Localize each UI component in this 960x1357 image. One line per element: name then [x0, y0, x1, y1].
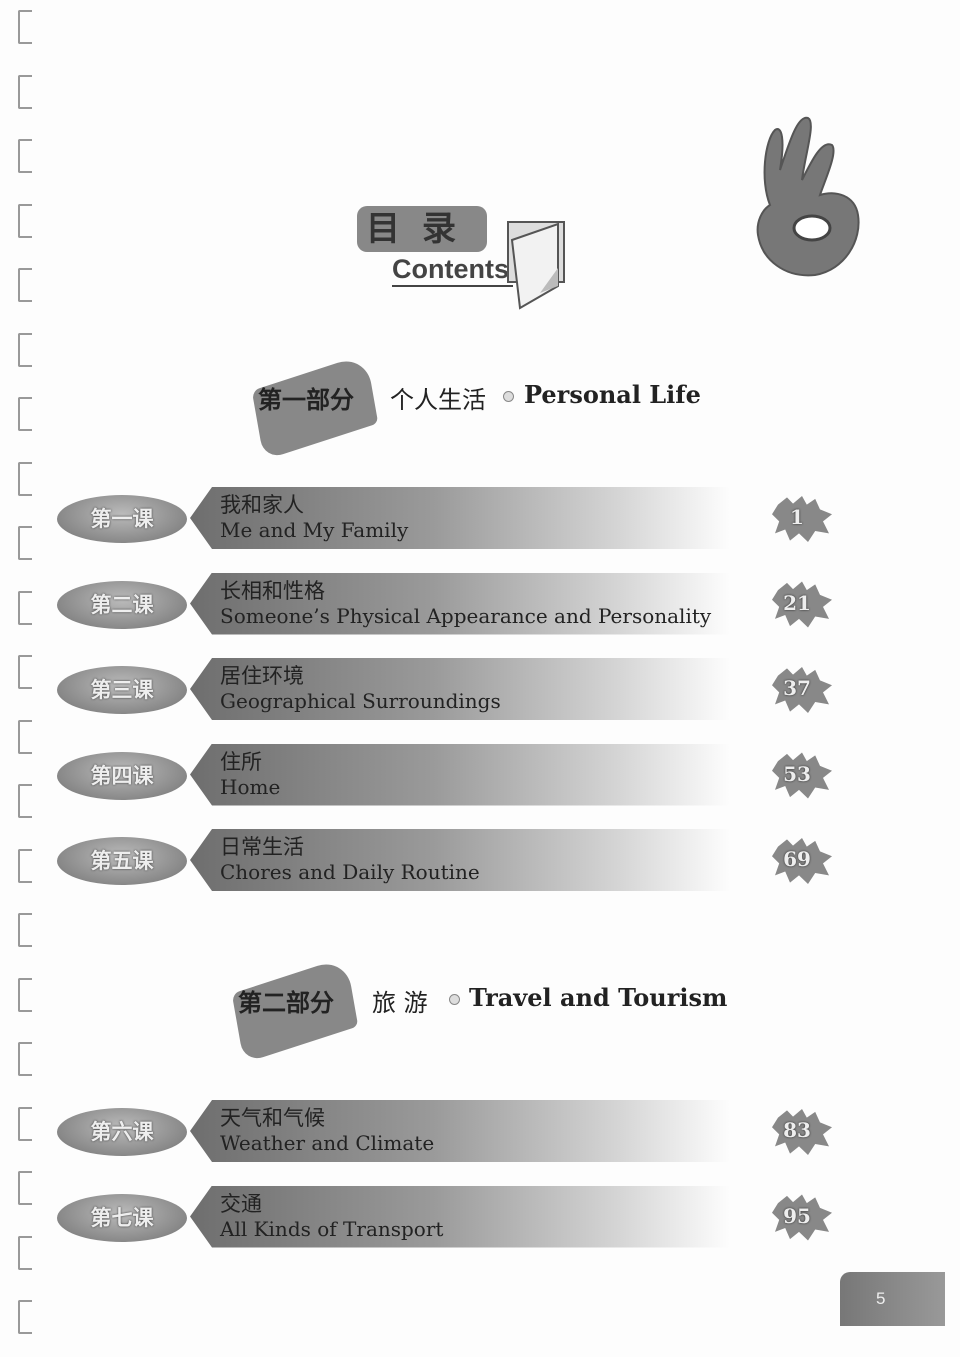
lesson-entry[interactable]: 第二课 长相和性格 Someone’s Physical Appearance …: [0, 572, 960, 637]
spiral-ring-icon: [18, 1300, 32, 1334]
lesson-entry[interactable]: 第三课 居住环境 Geographical Surroundings 37: [0, 658, 960, 722]
spiral-ring-icon: [18, 526, 32, 560]
lesson-page-number: 83: [783, 1118, 811, 1142]
lesson-entry[interactable]: 第一课 我和家人 Me and My Family 1: [0, 487, 960, 551]
spiral-ring-icon: [18, 1106, 32, 1141]
part-label: 第二部分: [238, 988, 334, 1017]
spiral-ring-icon: [18, 655, 32, 689]
page-number: 5: [840, 1272, 945, 1326]
lesson-page-number: 21: [783, 590, 811, 615]
lesson-number: 第七课: [57, 1193, 187, 1242]
lesson-number: 第二课: [57, 580, 187, 629]
lesson-number: 第三课: [57, 666, 187, 714]
lesson-title-en: Home: [220, 774, 281, 799]
lesson-banner: 天气和气候 Weather and Climate: [190, 1100, 730, 1162]
spiral-ring-icon: [18, 719, 32, 754]
lesson-title-cn: 住所: [220, 749, 262, 774]
lesson-title-cn: 天气和气候: [220, 1106, 325, 1130]
lesson-number: 第四课: [57, 751, 187, 800]
lesson-page-number: 95: [783, 1203, 811, 1228]
lesson-title-en: All Kinds of Transport: [220, 1216, 444, 1241]
spiral-ring-icon: [18, 203, 32, 238]
bullet-dot-icon: [449, 994, 460, 1005]
lesson-banner: 居住环境 Geographical Surroundings: [190, 658, 730, 720]
lesson-title-cn: 日常生活: [220, 835, 304, 859]
spiral-ring-icon: [18, 139, 32, 173]
title-cn: 目录: [357, 206, 487, 252]
lesson-page-number: 1: [790, 505, 804, 529]
document-icon: [507, 221, 565, 310]
spiral-ring-icon: [18, 332, 32, 367]
lesson-title-en: Geographical Surroundings: [220, 689, 501, 713]
lesson-page: 21: [772, 581, 832, 629]
spiral-ring-icon: [18, 848, 32, 883]
lesson-entry[interactable]: 第五课 日常生活 Chores and Daily Routine 69: [0, 829, 960, 893]
bullet-dot-icon: [503, 391, 514, 402]
lesson-page: 95: [772, 1194, 832, 1242]
lesson-banner: 日常生活 Chores and Daily Routine: [190, 829, 730, 891]
lesson-page: 69: [772, 837, 832, 885]
lesson-page-number: 53: [783, 761, 811, 786]
lesson-title-cn: 居住环境: [220, 664, 304, 688]
title-en: Contents: [392, 254, 513, 287]
spiral-ring-icon: [18, 397, 32, 431]
lesson-number: 第六课: [57, 1108, 187, 1156]
lesson-banner: 长相和性格 Someone’s Physical Appearance and …: [190, 572, 730, 635]
spiral-ring-icon: [18, 1171, 32, 1205]
lesson-title-en: Someone’s Physical Appearance and Person…: [220, 603, 712, 628]
spiral-ring-icon: [18, 784, 32, 818]
spiral-ring-icon: [18, 461, 32, 496]
lesson-page-number: 69: [783, 847, 811, 871]
part-title-en: Travel and Tourism: [469, 983, 728, 1012]
spiral-ring-icon: [18, 590, 32, 625]
lesson-title-cn: 长相和性格: [220, 578, 325, 603]
lesson-number: 第一课: [57, 495, 187, 543]
lesson-entry[interactable]: 第七课 交通 All Kinds of Transport 95: [0, 1185, 960, 1250]
lesson-page: 37: [772, 666, 832, 714]
lesson-number: 第五课: [57, 837, 187, 885]
spiral-ring-icon: [18, 1042, 32, 1076]
spiral-ring-icon: [18, 10, 32, 44]
lesson-page: 83: [772, 1108, 832, 1156]
part-title-cn: 旅 游: [372, 989, 428, 1017]
spiral-ring-icon: [18, 1235, 32, 1270]
spiral-ring-icon: [18, 977, 32, 1012]
lesson-page: 53: [772, 752, 832, 800]
lesson-title-en: Weather and Climate: [220, 1131, 435, 1155]
lesson-banner: 我和家人 Me and My Family: [190, 487, 730, 549]
lesson-title-en: Chores and Daily Routine: [220, 860, 480, 884]
lesson-page-number: 37: [783, 676, 811, 700]
spiral-ring-icon: [18, 268, 32, 302]
lesson-page: 1: [772, 495, 832, 543]
lesson-title-en: Me and My Family: [220, 518, 409, 542]
lesson-entry[interactable]: 第四课 住所 Home 53: [0, 743, 960, 808]
part-title-cn: 个人生活: [390, 386, 486, 414]
part-title-en: Personal Life: [524, 380, 701, 409]
lesson-banner: 住所 Home: [190, 743, 730, 806]
lesson-title-cn: 交通: [220, 1191, 262, 1216]
lesson-banner: 交通 All Kinds of Transport: [190, 1185, 730, 1248]
lesson-title-cn: 我和家人: [220, 493, 304, 517]
part-label: 第一部分: [258, 385, 354, 414]
spiral-ring-icon: [18, 913, 32, 947]
ok-hand-icon: [756, 116, 860, 277]
lesson-entry[interactable]: 第六课 天气和气候 Weather and Climate 83: [0, 1100, 960, 1164]
spiral-ring-icon: [18, 74, 32, 109]
